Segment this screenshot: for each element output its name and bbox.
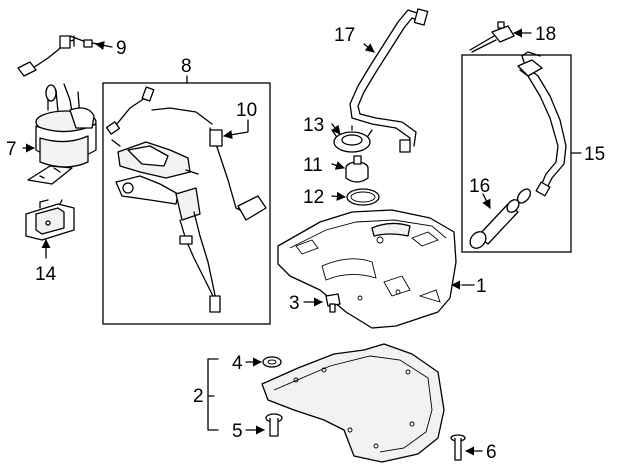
callout-labels: 1 2 3 4 5 6 7 8 9 10 11 12 13 14 15 16 1… bbox=[6, 24, 605, 463]
part-13-lock-ring[interactable] bbox=[331, 125, 373, 153]
part-8-fuel-level-sender-assembly[interactable] bbox=[105, 86, 267, 313]
part-5-bolt[interactable] bbox=[265, 413, 283, 437]
callout-8: 8 bbox=[181, 56, 192, 77]
leader-2-bracket bbox=[207, 358, 219, 431]
callout-14: 14 bbox=[35, 264, 57, 285]
callout-3: 3 bbox=[289, 293, 300, 314]
part-3-bolt[interactable] bbox=[325, 293, 341, 313]
callout-4: 4 bbox=[232, 353, 243, 374]
callout-16: 16 bbox=[469, 176, 490, 197]
callout-10: 10 bbox=[236, 100, 257, 121]
part-16-connector-hose[interactable] bbox=[467, 187, 533, 252]
part-17-filler-pipe[interactable] bbox=[349, 8, 429, 153]
callout-11: 11 bbox=[303, 155, 323, 176]
part-9-sender-harness[interactable] bbox=[17, 35, 99, 77]
part-15-group-frame bbox=[461, 54, 572, 253]
leader-11 bbox=[331, 161, 345, 170]
callout-5: 5 bbox=[232, 421, 243, 442]
callout-1: 1 bbox=[476, 276, 487, 297]
part-14-bracket[interactable] bbox=[25, 199, 75, 241]
leader-16 bbox=[482, 193, 491, 209]
leader-lines bbox=[22, 28, 582, 456]
part-6-bolt[interactable] bbox=[450, 434, 466, 461]
leader-12 bbox=[331, 191, 346, 201]
callout-17: 17 bbox=[334, 25, 355, 46]
callout-13: 13 bbox=[303, 115, 324, 136]
leader-9 bbox=[95, 41, 113, 50]
part-1-fuel-tank[interactable] bbox=[277, 209, 457, 329]
leader-10 bbox=[223, 119, 249, 140]
callout-7: 7 bbox=[6, 139, 17, 160]
callout-6: 6 bbox=[486, 442, 497, 463]
leader-13 bbox=[331, 123, 341, 135]
callout-12: 12 bbox=[303, 187, 324, 208]
part-12-seal[interactable] bbox=[346, 188, 380, 206]
part-11-valve[interactable] bbox=[345, 155, 369, 183]
leader-17 bbox=[363, 43, 375, 53]
part-4-washer[interactable] bbox=[262, 356, 282, 368]
part-2-heat-shield[interactable] bbox=[261, 343, 445, 463]
part-7-fuel-pump-module[interactable] bbox=[27, 83, 97, 185]
part-15-filler-neck[interactable] bbox=[517, 51, 567, 197]
callout-9: 9 bbox=[116, 38, 127, 59]
callout-18: 18 bbox=[535, 24, 556, 45]
callout-15: 15 bbox=[584, 144, 605, 165]
part-18-vapor-hose[interactable] bbox=[469, 21, 515, 53]
callout-2: 2 bbox=[193, 386, 204, 407]
